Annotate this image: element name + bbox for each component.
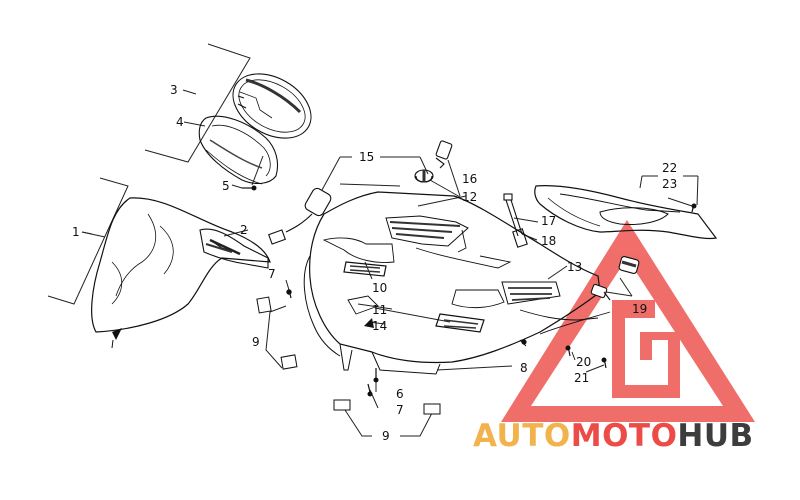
screw-7-bottom — [367, 383, 373, 397]
windshield — [91, 197, 271, 333]
label-18: 18 — [541, 234, 556, 248]
screw-6 — [373, 368, 379, 383]
label-17: 17 — [541, 214, 556, 228]
knob-16 — [435, 140, 453, 169]
bolt-18 — [512, 228, 528, 248]
trim-piece — [199, 228, 269, 269]
screw-23 — [691, 203, 697, 213]
label-7-bottom: 7 — [396, 403, 404, 417]
grommet-15 — [414, 169, 434, 183]
label-22: 22 — [662, 161, 677, 175]
instrument-gauge — [232, 73, 312, 139]
screw-20 — [565, 345, 571, 357]
label-16: 16 — [462, 172, 477, 186]
watermark-word-moto: MOTO — [571, 418, 678, 454]
main-hood-panel — [303, 191, 611, 375]
windshield-marker — [112, 328, 122, 340]
bolt-17 — [503, 193, 523, 237]
label-7-top: 7 — [268, 267, 276, 281]
pad-9d — [423, 403, 441, 415]
label-14: 14 — [372, 319, 387, 333]
label-9-bottom: 9 — [382, 429, 390, 443]
screw-5 — [242, 185, 257, 191]
label-1: 1 — [72, 225, 80, 239]
screw-7-top — [286, 289, 292, 299]
watermark-logo-triangle — [501, 220, 755, 422]
label-6: 6 — [396, 387, 404, 401]
switch-19 — [590, 256, 640, 301]
label-13: 13 — [567, 260, 582, 274]
gauge-housing — [198, 115, 279, 185]
label-5: 5 — [222, 179, 230, 193]
pad-9c — [333, 399, 351, 411]
watermark-logo-text: AUTOMOTOHUB — [473, 418, 754, 454]
label-20: 20 — [576, 355, 591, 369]
label-12: 12 — [462, 190, 477, 204]
label-9-left: 9 — [252, 335, 260, 349]
watermark-word-hub: HUB — [677, 418, 753, 454]
label-21: 21 — [574, 371, 589, 385]
label-15: 15 — [359, 150, 374, 164]
label-11: 11 — [372, 303, 387, 317]
leader-brackets — [47, 43, 699, 437]
part-labels: 1 2 3 4 5 6 7 7 8 9 9 10 11 12 13 14 15 … — [72, 83, 677, 443]
label-23: 23 — [662, 177, 677, 191]
label-2: 2 — [240, 223, 248, 237]
screw-21 — [601, 357, 607, 369]
label-10: 10 — [372, 281, 387, 295]
pad-9b — [280, 354, 298, 370]
rear-storage-cover — [534, 185, 718, 240]
watermark-word-auto: AUTO — [473, 418, 571, 454]
wiring-connector — [268, 187, 332, 245]
marker-14 — [364, 318, 374, 328]
label-3: 3 — [170, 83, 178, 97]
label-4: 4 — [176, 115, 184, 129]
label-19: 19 — [632, 302, 647, 316]
pad-9a — [256, 296, 272, 314]
label-8: 8 — [520, 361, 528, 375]
